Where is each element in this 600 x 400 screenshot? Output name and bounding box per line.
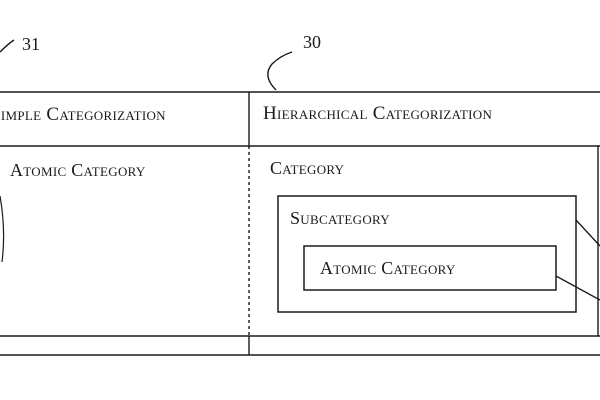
header-simple-categorization: Simple Categorization xyxy=(0,104,166,125)
category-label: Category xyxy=(270,158,345,178)
ref-30: 30 xyxy=(303,32,321,52)
leader-31 xyxy=(0,39,15,53)
left-atomic-category-label: Atomic Category xyxy=(10,160,146,180)
ref-31: 31 xyxy=(22,34,40,54)
connector-upper xyxy=(575,219,600,247)
left-edge-arc xyxy=(0,195,5,263)
subcategory-label: Subcategory xyxy=(290,208,390,228)
subcategory-box xyxy=(277,195,577,313)
leader-30 xyxy=(267,51,293,91)
right-atomic-category-label: Atomic Category xyxy=(320,258,456,278)
header-hierarchical-categorization: Hierarchical Categorization xyxy=(263,103,493,124)
connector-lower xyxy=(555,275,600,301)
atomic-category-box xyxy=(303,245,557,291)
